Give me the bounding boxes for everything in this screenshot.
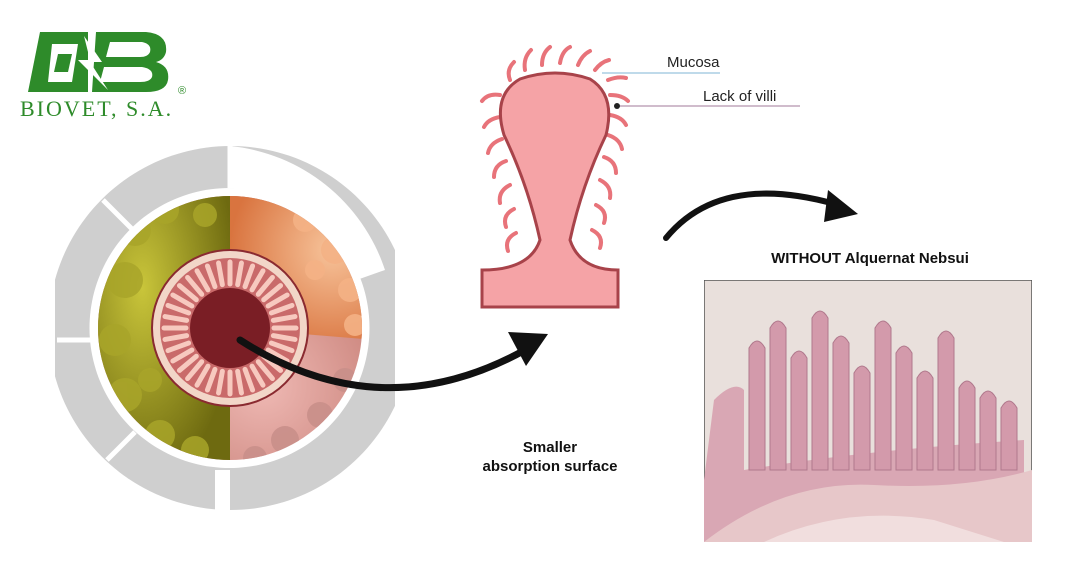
- villus-fold: [162, 333, 190, 342]
- micrograph-villus: [853, 365, 871, 471]
- absorption-note: Smaller absorption surface: [470, 438, 630, 476]
- villus-fold: [249, 363, 266, 388]
- villus-fold: [268, 340, 295, 354]
- villus-fold: [249, 268, 266, 293]
- micrograph-villus: [937, 330, 955, 471]
- absorption-note-line1: Smaller: [522, 439, 578, 456]
- lack-of-villi-label: Lack of villi: [703, 88, 777, 105]
- micrograph-villus: [916, 370, 934, 471]
- villus-fold: [194, 268, 211, 293]
- villus-projections: [480, 45, 630, 253]
- villus-body: [480, 71, 620, 309]
- villus-fold: [235, 368, 244, 396]
- histology-micrograph: [704, 280, 1032, 542]
- micrograph-villus: [790, 350, 808, 471]
- villus-fold: [255, 274, 275, 297]
- villus-diagram: [480, 45, 800, 309]
- villus-fold: [270, 333, 298, 342]
- arrow-to-micrograph: [663, 190, 858, 241]
- micrograph-villus: [979, 390, 997, 471]
- villus-fold: [261, 283, 284, 303]
- micrograph-villus: [811, 310, 829, 471]
- biovet-logo: ®: [28, 32, 186, 97]
- micrograph-villus: [874, 320, 892, 471]
- intestine-cross-section: [55, 146, 395, 512]
- villus-fold: [216, 260, 225, 288]
- villus-fold: [242, 366, 256, 393]
- micrograph-villus: [748, 340, 766, 471]
- micrograph-villus: [769, 320, 787, 471]
- micrograph-villus: [832, 335, 850, 471]
- villus-fold: [242, 263, 256, 290]
- villus-fold: [265, 292, 290, 309]
- company-name: BIOVET, S.A.: [20, 96, 174, 121]
- micrograph-villus: [958, 380, 976, 471]
- villus-fold: [268, 302, 295, 316]
- mucosa-label: Mucosa: [667, 54, 720, 71]
- villus-fold: [185, 274, 205, 297]
- villi-marker: [614, 103, 620, 109]
- villus-fold: [270, 314, 298, 323]
- micrograph-villus: [1000, 400, 1018, 471]
- micrograph-caption: WITHOUT Alquernat Nebsui: [771, 250, 969, 267]
- villus-fold: [165, 302, 192, 316]
- villus-fold: [185, 359, 205, 382]
- villus-fold: [265, 347, 290, 364]
- villus-fold: [170, 292, 195, 309]
- villus-fold: [176, 283, 199, 303]
- villus-fold: [235, 260, 244, 288]
- villus-fold: [204, 366, 218, 393]
- arrow-to-villus: [236, 332, 548, 392]
- registered-mark: ®: [178, 85, 186, 97]
- villus-fold: [255, 359, 275, 382]
- villus-fold: [170, 347, 195, 364]
- absorption-note-line2: absorption surface: [482, 458, 618, 475]
- villus-fold: [165, 340, 192, 354]
- villus-fold: [216, 368, 225, 396]
- villus-fold: [204, 263, 218, 290]
- villus-fold: [194, 363, 211, 388]
- villus-fold: [176, 353, 199, 373]
- micrograph-villus: [895, 345, 913, 471]
- villus-fold: [162, 314, 190, 323]
